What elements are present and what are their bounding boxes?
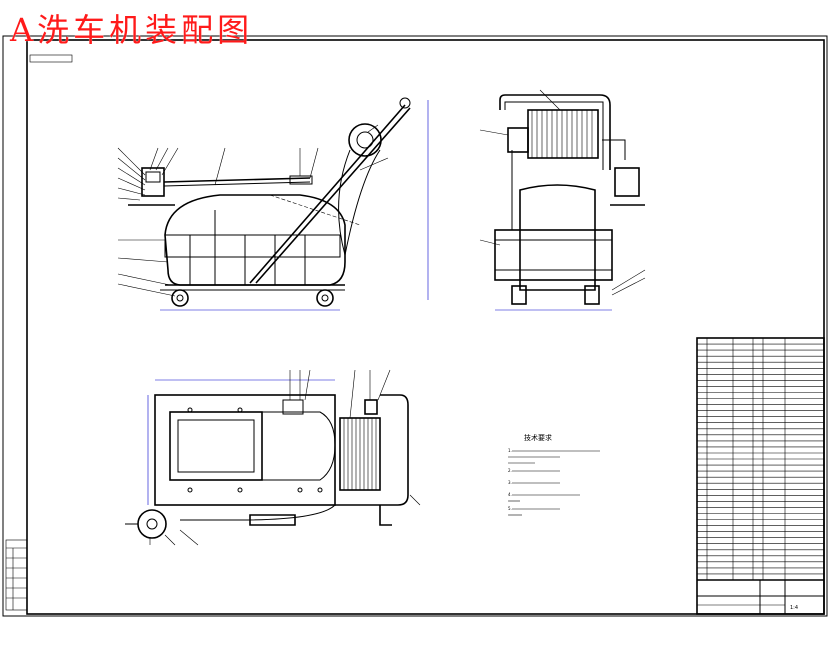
top-view [125, 369, 421, 546]
front-view [117, 97, 429, 311]
tech-req-5: 5. [508, 506, 512, 511]
side-view [479, 89, 646, 311]
tech-req-1: 1. [508, 448, 512, 453]
parts-list-table: 1:4 [696, 337, 825, 615]
inner-border [26, 39, 825, 615]
tech-requirements: 技术要求 1. 2. 3. 4. 5. [508, 433, 600, 516]
tech-req-4: 4. [508, 492, 512, 497]
tech-req-heading: 技术要求 [524, 433, 552, 442]
drawing-scale: 1:4 [790, 605, 798, 611]
tech-req-2: 2. [508, 468, 512, 473]
corner-label-box [29, 54, 73, 63]
binding-margin-table [5, 539, 28, 611]
outer-border [2, 35, 828, 617]
tech-req-3: 3. [508, 480, 512, 485]
drawing-title: A洗车机装配图 [10, 11, 254, 49]
